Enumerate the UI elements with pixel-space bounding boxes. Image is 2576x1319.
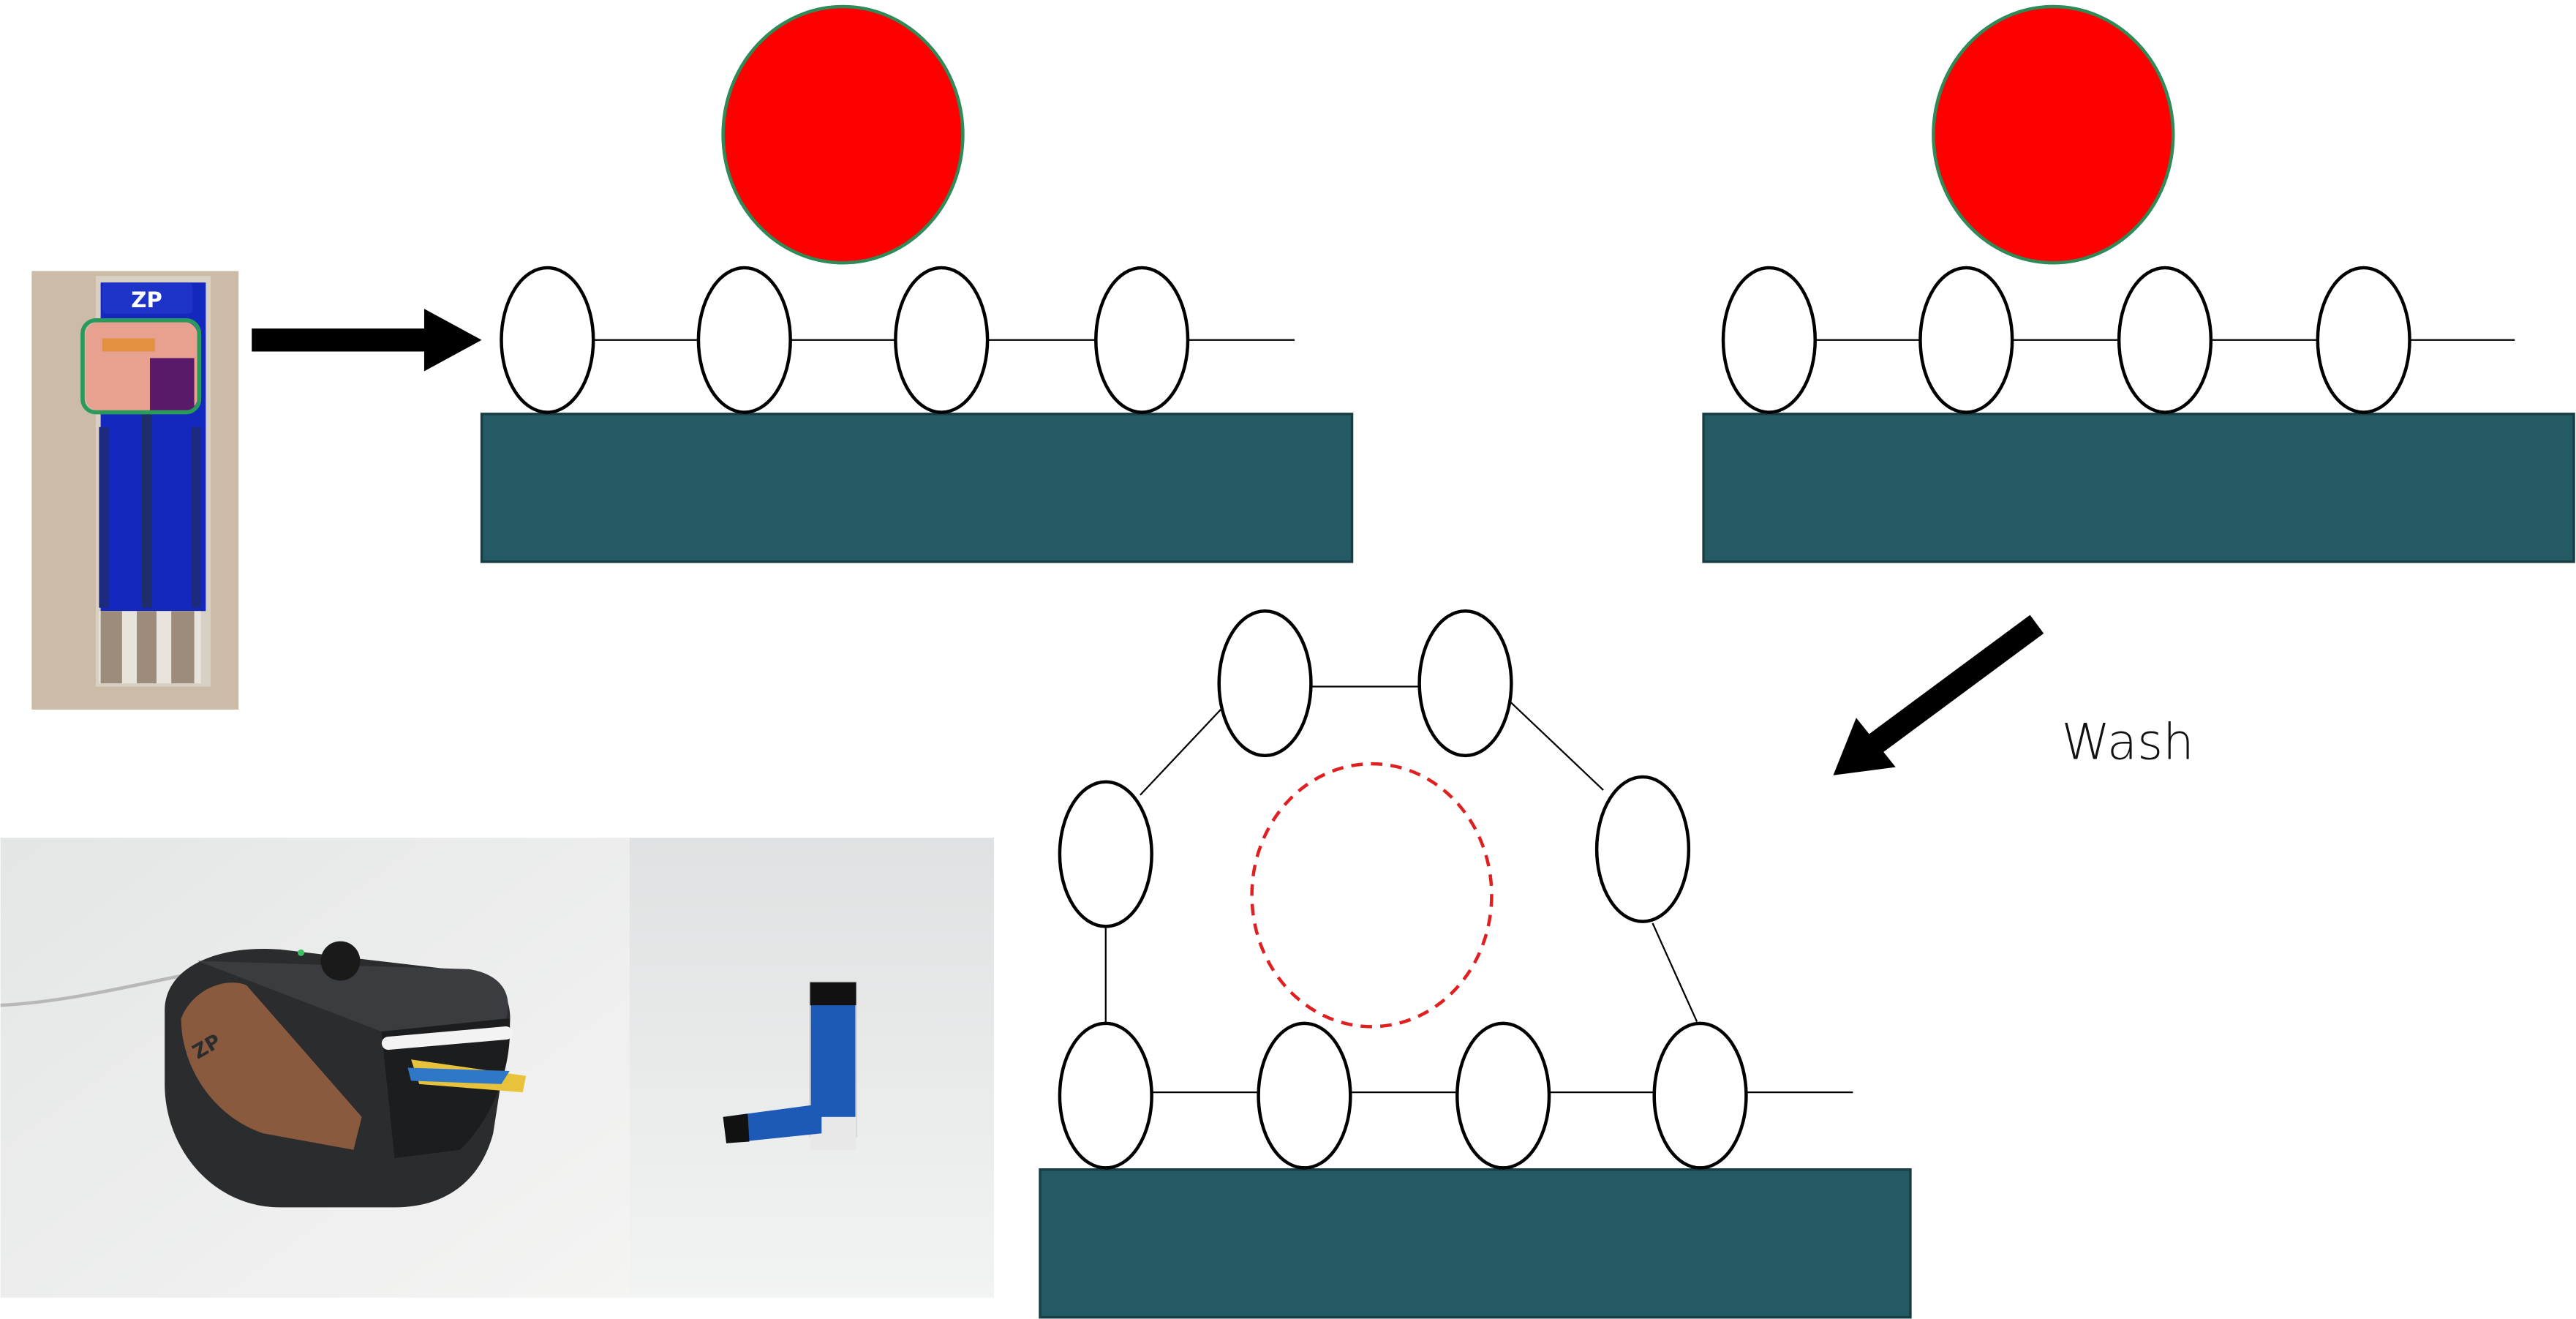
probe-node [1094, 266, 1190, 414]
probe-node [696, 266, 792, 414]
device-photo: ZP [0, 838, 995, 1298]
substrate [1039, 1168, 1912, 1319]
sensor-strip-photo: ZP [31, 271, 239, 710]
target-molecule [721, 4, 965, 265]
substrate [1702, 413, 2575, 563]
arrow-down-left-icon [1833, 615, 2044, 775]
probe-node [1652, 1021, 1748, 1170]
probe-node [2117, 266, 2213, 414]
wash-label: Wash [2062, 713, 2194, 770]
target-molecule [1932, 4, 2175, 265]
probe-node [1721, 266, 1817, 414]
substrate [480, 413, 1354, 563]
panel-bound-1 [480, 4, 1354, 563]
panel-after-wash [1039, 609, 1912, 1319]
probe-node [500, 266, 595, 414]
arrow-right-icon [252, 309, 482, 372]
probe-node [2316, 266, 2411, 414]
panel-bound-2 [1702, 4, 2575, 563]
probe-node [1058, 1021, 1153, 1170]
probe-node [1058, 780, 1153, 928]
probe-node [1257, 1021, 1352, 1170]
probe-node [1417, 609, 1513, 758]
removed-target-outline [1250, 762, 1494, 1029]
probe-node [1594, 775, 1691, 923]
probe-node [894, 266, 990, 414]
probe-node [1455, 1021, 1551, 1170]
sensor-logo: ZP [131, 288, 162, 312]
probe-node [1918, 266, 2014, 414]
probe-node [1217, 609, 1313, 758]
